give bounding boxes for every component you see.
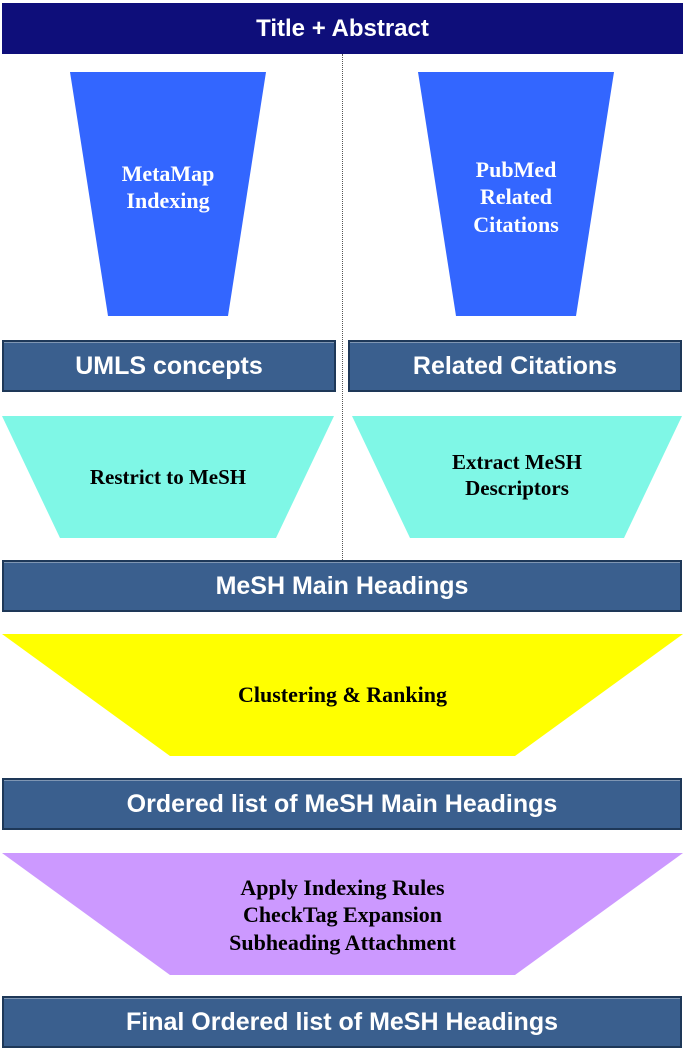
pubmed-line-3: Citations bbox=[473, 211, 559, 237]
title-abstract-bar: Title + Abstract bbox=[2, 3, 683, 54]
rules-line-1: Apply Indexing Rules bbox=[240, 874, 445, 900]
metamap-line-2: Indexing bbox=[126, 188, 210, 213]
indexing-rules-trapezoid: Apply Indexing Rules CheckTag Expansion … bbox=[2, 853, 683, 975]
pubmed-funnel-label: PubMed Related Citations bbox=[418, 142, 614, 252]
pubmed-line-2: Related bbox=[479, 184, 553, 210]
mesh-main-headings-bar: MeSH Main Headings bbox=[2, 560, 682, 612]
restrict-to-mesh-trapezoid: Restrict to MeSH bbox=[2, 416, 334, 538]
restrict-shape bbox=[2, 416, 334, 538]
metamap-funnel-label: MetaMap Indexing bbox=[70, 132, 266, 242]
restrict-label: Restrict to MeSH bbox=[2, 446, 334, 508]
pubmed-line-1: PubMed bbox=[475, 156, 557, 182]
mesh-main-headings-label: MeSH Main Headings bbox=[215, 571, 469, 600]
extract-shape bbox=[352, 416, 682, 538]
extract-mesh-trapezoid: Extract MeSH Descriptors bbox=[352, 416, 682, 538]
umls-concepts-bar: UMLS concepts bbox=[2, 340, 336, 392]
metamap-indexing-funnel: MetaMap Indexing bbox=[70, 72, 266, 316]
clustering-line-1: Clustering & Ranking bbox=[237, 682, 448, 708]
ordered-list-label: Ordered list of MeSH Main Headings bbox=[126, 789, 558, 818]
extract-label: Extract MeSH Descriptors bbox=[352, 440, 682, 510]
clustering-shape bbox=[2, 634, 683, 756]
metamap-line-1: MetaMap bbox=[121, 160, 215, 186]
ordered-list-bar: Ordered list of MeSH Main Headings bbox=[2, 778, 682, 830]
umls-concepts-label: UMLS concepts bbox=[75, 351, 263, 380]
rules-line-3: Subheading Attachment bbox=[229, 929, 456, 955]
final-ordered-list-label: Final Ordered list of MeSH Headings bbox=[125, 1007, 559, 1036]
extract-line-1: Extract MeSH bbox=[451, 449, 583, 474]
final-ordered-list-bar: Final Ordered list of MeSH Headings bbox=[2, 996, 682, 1048]
indexing-rules-label: Apply Indexing Rules CheckTag Expansion … bbox=[2, 865, 683, 965]
pubmed-related-funnel: PubMed Related Citations bbox=[418, 72, 614, 316]
clustering-ranking-trapezoid: Clustering & Ranking bbox=[2, 634, 683, 756]
extract-line-2: Descriptors bbox=[465, 476, 569, 500]
related-citations-label: Related Citations bbox=[412, 351, 618, 380]
clustering-label: Clustering & Ranking bbox=[2, 664, 683, 726]
column-divider bbox=[342, 54, 343, 560]
restrict-line-1: Restrict to MeSH bbox=[89, 464, 247, 489]
indexing-rules-shape bbox=[2, 853, 683, 975]
pubmed-funnel-shape bbox=[418, 72, 614, 316]
rules-line-2: CheckTag Expansion bbox=[242, 902, 443, 928]
related-citations-bar: Related Citations bbox=[348, 340, 682, 392]
title-abstract-label: Title + Abstract bbox=[256, 14, 429, 42]
metamap-funnel-shape bbox=[70, 72, 266, 316]
